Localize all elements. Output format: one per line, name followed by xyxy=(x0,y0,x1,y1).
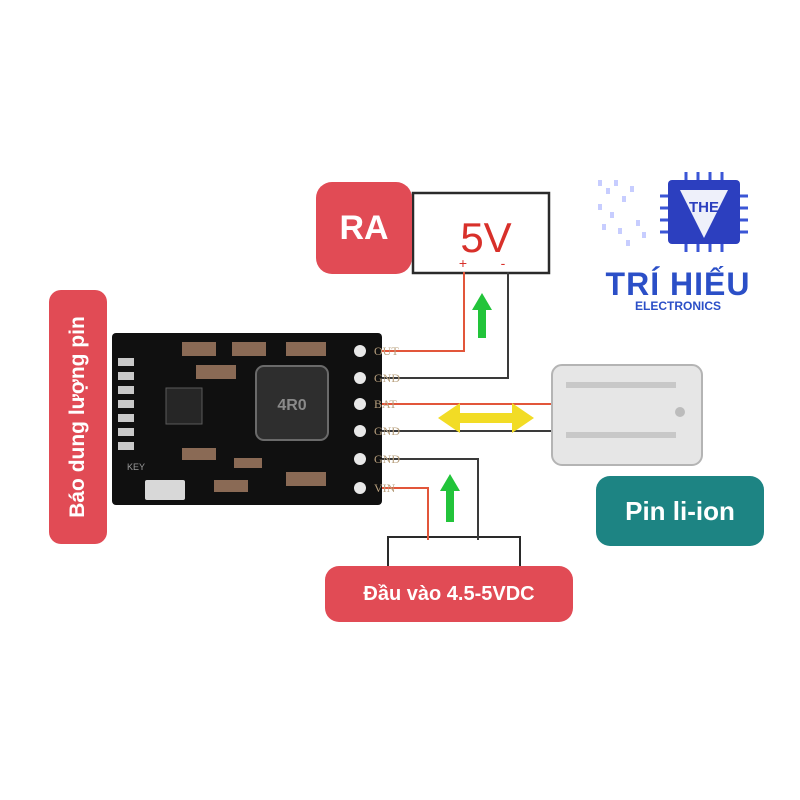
logo-name: TRÍ HIẾU xyxy=(605,266,751,302)
pin-labels: OUT GND BAT GND GND VIN xyxy=(374,344,400,495)
wire-vin xyxy=(372,487,429,540)
wire-gnd-out xyxy=(372,272,509,379)
inductor-text: 4R0 xyxy=(277,397,306,414)
pin-label-gnd-1: GND xyxy=(374,371,400,385)
capacity-indicator-text: Báo dung lượng pin xyxy=(66,316,90,518)
li-ion-battery xyxy=(551,364,703,466)
pin-label-gnd-2: GND xyxy=(374,424,400,438)
double-arrow-icon xyxy=(438,403,534,433)
power-switch xyxy=(145,480,185,500)
key-text: KEY xyxy=(127,462,145,472)
capacity-indicator-label: Báo dung lượng pin xyxy=(49,290,107,544)
output-voltage-text: 5V xyxy=(460,214,511,261)
smd-components xyxy=(165,342,326,492)
logo-subtitle: ELECTRONICS xyxy=(634,299,721,313)
pin-label-bat: BAT xyxy=(374,397,397,411)
pin-label-gnd-3: GND xyxy=(374,452,400,466)
battery-label: Pin li-ion xyxy=(596,476,764,546)
led-indicators xyxy=(118,358,134,450)
charger-board: 4R0 KEY OUT GND BAT GND GND VIN xyxy=(112,333,400,505)
wire-out xyxy=(372,272,465,352)
output-label: RA xyxy=(316,182,412,274)
logo-monogram: THE xyxy=(689,199,719,216)
arrow-up-icon xyxy=(440,474,460,522)
input-label: Đầu vào 4.5-5VDC xyxy=(325,566,573,622)
wire-gnd-in xyxy=(372,458,479,540)
inductor xyxy=(255,365,329,441)
arrow-up-icon xyxy=(472,293,492,338)
wires xyxy=(372,272,556,540)
pin-label-out: OUT xyxy=(374,344,399,358)
pin-pads xyxy=(354,345,366,494)
pin-label-vin: VIN xyxy=(374,481,396,495)
output-minus-sign: - xyxy=(501,255,506,271)
output-plus-sign: + xyxy=(459,255,467,271)
chip-icon: THE xyxy=(598,172,748,252)
output-5v-box: 5V + - xyxy=(411,191,551,275)
